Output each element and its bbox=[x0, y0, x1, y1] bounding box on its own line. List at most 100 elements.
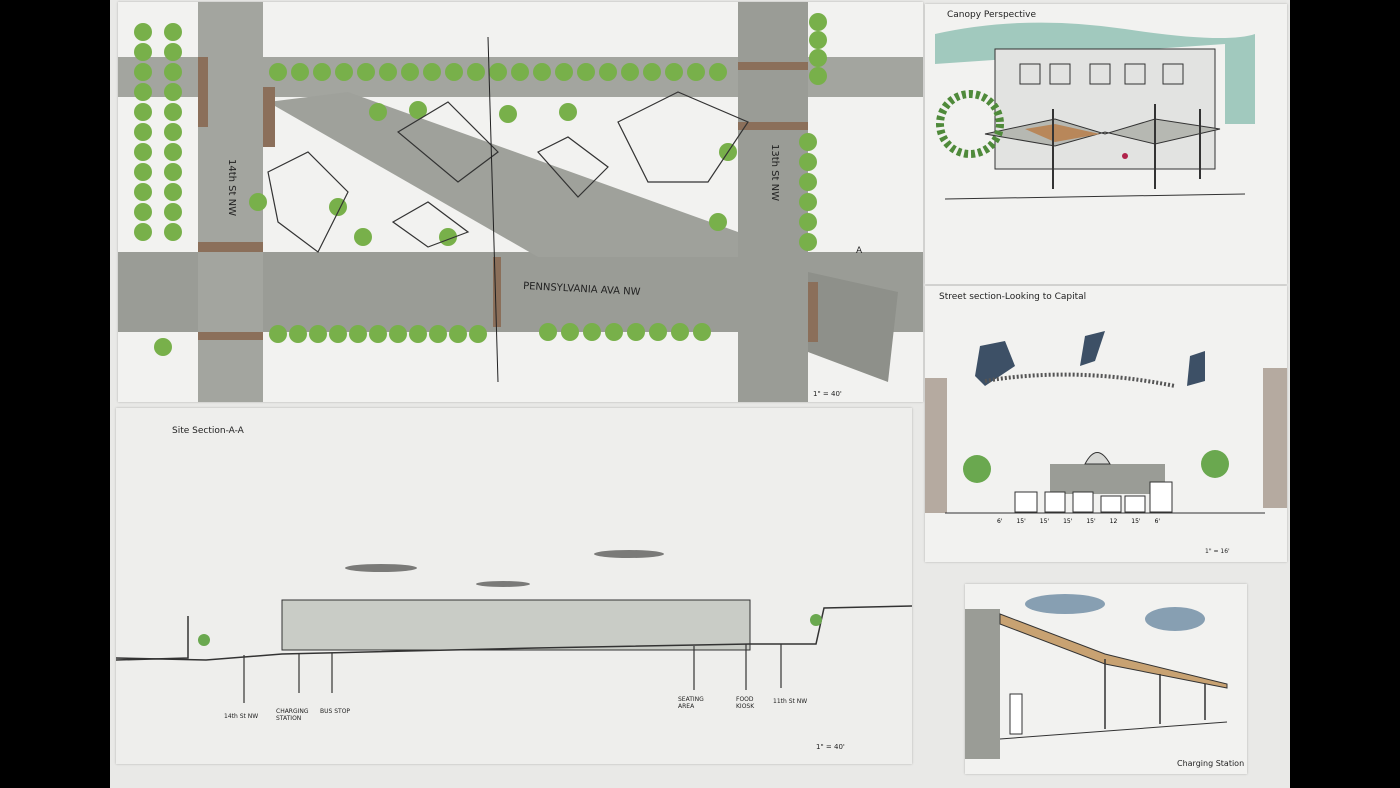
tree-icon bbox=[164, 83, 182, 101]
tree-icon bbox=[313, 63, 331, 81]
label-charging-station: CHARGING STATION bbox=[276, 708, 309, 722]
tree-icon bbox=[134, 103, 152, 121]
dimension: 12 bbox=[1109, 518, 1118, 525]
tree-icon bbox=[134, 163, 152, 181]
dimension: 15' bbox=[1086, 518, 1096, 525]
tree-icon bbox=[164, 103, 182, 121]
tree-icon bbox=[687, 63, 705, 81]
tree-icon bbox=[799, 193, 817, 211]
tree-icon bbox=[354, 228, 372, 246]
tree-icon bbox=[134, 43, 152, 61]
tree-icon bbox=[799, 233, 817, 251]
tree-icon bbox=[357, 63, 375, 81]
tree-icon bbox=[449, 325, 467, 343]
tree-icon bbox=[134, 203, 152, 221]
tree-icon bbox=[423, 63, 441, 81]
tree-icon bbox=[809, 67, 827, 85]
tree-icon bbox=[671, 323, 689, 341]
tree-icon bbox=[809, 31, 827, 49]
tree-icon bbox=[164, 143, 182, 161]
tree-icon bbox=[693, 323, 711, 341]
tree-icon bbox=[809, 13, 827, 31]
label-11th-st: 11th St NW bbox=[773, 698, 808, 705]
label-14th-st: 14th St NW bbox=[224, 713, 259, 720]
street-section-scale: 1" = 16' bbox=[1205, 548, 1230, 555]
tree-icon bbox=[401, 63, 419, 81]
tree-icon bbox=[134, 183, 152, 201]
dimension: 6' bbox=[997, 518, 1003, 525]
dimension: 15' bbox=[1131, 518, 1141, 525]
street-dimensions: 6' 15' 15' 15' 15' 12 15' 6' bbox=[997, 518, 1160, 525]
canopy-perspective-title: Canopy Perspective bbox=[947, 10, 1037, 20]
tree-icon bbox=[709, 213, 727, 231]
tree-icon bbox=[709, 63, 727, 81]
charging-station-sheet: Charging Station bbox=[965, 584, 1247, 774]
dimension: 6' bbox=[1154, 518, 1161, 525]
street-label-right: 13th St NW bbox=[768, 144, 780, 201]
street-section-title: Street section-Looking to Capital bbox=[939, 292, 1087, 302]
plan-scale: 1" = 40' bbox=[813, 390, 842, 398]
tree-icon bbox=[799, 133, 817, 151]
dimension: 15' bbox=[1016, 518, 1026, 525]
tree-icon bbox=[621, 63, 639, 81]
tree-icon bbox=[164, 123, 182, 141]
tree-icon bbox=[429, 325, 447, 343]
section-marker: A bbox=[856, 246, 863, 256]
tree-icon bbox=[369, 325, 387, 343]
tree-icon bbox=[134, 83, 152, 101]
dimension: 15' bbox=[1063, 518, 1073, 525]
tree-icon bbox=[809, 49, 827, 67]
tree-icon bbox=[649, 323, 667, 341]
canopy-perspective-drawing bbox=[935, 22, 1255, 200]
label-food-kiosk: FOOD KIOSK bbox=[736, 696, 755, 710]
tree-icon bbox=[665, 63, 683, 81]
site-plan-sheet: PENNSYLVANIA AVA NW 14th St NW 13th St N… bbox=[118, 2, 923, 402]
tree-icon bbox=[269, 325, 287, 343]
tree-icon bbox=[583, 323, 601, 341]
tree-icon bbox=[643, 63, 661, 81]
tree-icon bbox=[511, 63, 529, 81]
tree-icon bbox=[164, 163, 182, 181]
site-plan-drawing bbox=[118, 2, 923, 402]
site-section-drawing bbox=[116, 550, 912, 703]
street-section-sheet: Street section-Looking to Capital 6' 15'… bbox=[925, 286, 1287, 562]
tree-icon bbox=[445, 63, 463, 81]
tree-icon bbox=[599, 63, 617, 81]
tree-icon bbox=[289, 325, 307, 343]
tree-icon bbox=[605, 323, 623, 341]
tree-icon bbox=[349, 325, 367, 343]
tree-icon bbox=[467, 63, 485, 81]
tree-icon bbox=[329, 325, 347, 343]
tree-icon bbox=[577, 63, 595, 81]
street-label-left: 14th St NW bbox=[225, 159, 237, 216]
tree-icon bbox=[627, 323, 645, 341]
tree-icon bbox=[164, 43, 182, 61]
tree-icon bbox=[559, 103, 577, 121]
tree-icon bbox=[335, 63, 353, 81]
tree-icon bbox=[291, 63, 309, 81]
street-section-drawing bbox=[925, 331, 1287, 514]
tree-icon bbox=[389, 325, 407, 343]
tree-icon bbox=[469, 325, 487, 343]
tree-icon bbox=[249, 193, 267, 211]
tree-icon bbox=[134, 23, 152, 41]
tree-icon bbox=[134, 223, 152, 241]
tree-icon bbox=[134, 63, 152, 81]
label-bus-stop: BUS STOP bbox=[320, 708, 351, 715]
tree-icon bbox=[799, 153, 817, 171]
presentation-board: PENNSYLVANIA AVA NW 14th St NW 13th St N… bbox=[110, 0, 1290, 788]
tree-icon bbox=[369, 103, 387, 121]
tree-icon bbox=[799, 213, 817, 231]
tree-icon bbox=[379, 63, 397, 81]
dimension: 15' bbox=[1039, 518, 1050, 525]
tree-icon bbox=[269, 63, 287, 81]
tree-icon bbox=[539, 323, 557, 341]
tree-icon bbox=[489, 63, 507, 81]
tree-icon bbox=[164, 203, 182, 221]
tree-icon bbox=[499, 105, 517, 123]
tree-icon bbox=[134, 123, 152, 141]
tree-icon bbox=[164, 223, 182, 241]
tree-icon bbox=[134, 143, 152, 161]
tree-icon bbox=[164, 23, 182, 41]
tree-icon bbox=[164, 183, 182, 201]
